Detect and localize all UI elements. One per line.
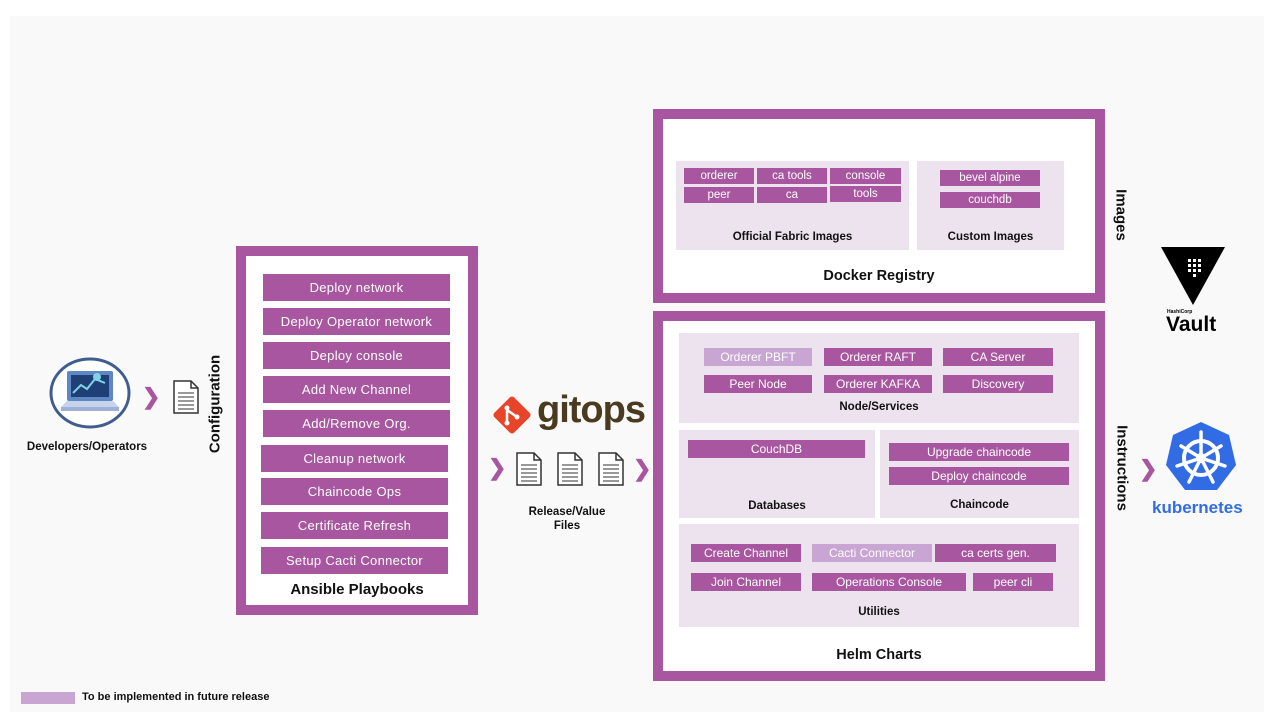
official-fabric-images-title: Official Fabric Images — [732, 231, 853, 243]
chaincode-chip-upgrade: Upgrade chaincode — [889, 443, 1069, 461]
add-new-channel-button[interactable]: Add New Channel — [263, 376, 450, 403]
image-chip-tools: tools — [830, 186, 901, 202]
vault-logo-icon — [1159, 245, 1227, 307]
document-icon — [598, 452, 624, 486]
images-side-label: Images — [1112, 189, 1130, 241]
legend-future-label: To be implemented in future release — [82, 691, 270, 703]
deploy-network-button[interactable]: Deploy network — [263, 274, 450, 301]
util-chip-ca-certs-gen: ca certs gen. — [935, 544, 1056, 562]
util-chip-cacti-connector: Cacti Connector — [812, 544, 932, 562]
ansible-playbooks-title: Ansible Playbooks — [290, 581, 424, 598]
chaincode-title: Chaincode — [950, 499, 1009, 511]
vault-small-text: HashiCorp — [1167, 309, 1193, 315]
docker-registry-title: Docker Registry — [823, 268, 935, 284]
chaincode-chip-deploy: Deploy chaincode — [889, 467, 1069, 485]
configuration-label: Configuration — [206, 354, 224, 454]
release-files-label: Release/Value Files — [528, 506, 606, 532]
deploy-operator-network-button[interactable]: Deploy Operator network — [263, 308, 450, 335]
node-chip-orderer-kafka: Orderer KAFKA — [824, 375, 932, 393]
developers-label: Developers/Operators — [26, 441, 148, 453]
image-chip-ca: ca — [757, 187, 827, 203]
node-chip-ca-server: CA Server — [943, 348, 1053, 366]
chevron-right-icon: ❯ — [488, 455, 507, 480]
util-chip-operations-console: Operations Console — [812, 573, 966, 591]
image-chip-orderer: orderer — [684, 168, 754, 184]
databases-title: Databases — [748, 500, 806, 512]
node-services-title: Node/Services — [839, 401, 919, 413]
image-chip-ca-tools: ca tools — [757, 168, 827, 184]
instructions-side-label: Instructions — [1113, 425, 1131, 511]
image-chip-bevel-alpine: bevel alpine — [940, 170, 1040, 186]
document-icon — [173, 380, 199, 414]
node-chip-discovery: Discovery — [943, 375, 1053, 393]
vault-name: Vault — [1166, 313, 1217, 336]
document-icon — [557, 452, 583, 486]
chevron-right-icon: ❯ — [633, 456, 652, 481]
util-chip-join-channel: Join Channel — [691, 573, 801, 591]
document-icon — [516, 452, 542, 486]
developer-avatar-icon — [49, 357, 131, 429]
gitops-logo-text: gitops — [537, 389, 646, 431]
legend-future-swatch — [21, 692, 75, 704]
add-remove-org-button[interactable]: Add/Remove Org. — [263, 410, 450, 437]
custom-images-title: Custom Images — [947, 231, 1034, 243]
utilities-title: Utilities — [858, 606, 900, 618]
image-chip-couchdb: couchdb — [940, 192, 1040, 208]
util-chip-peer-cli: peer cli — [973, 573, 1053, 591]
node-chip-orderer-raft: Orderer RAFT — [824, 348, 932, 366]
util-chip-create-channel: Create Channel — [691, 544, 801, 562]
node-chip-orderer-pbft: Orderer PBFT — [704, 348, 812, 366]
gitops-logo-icon — [492, 395, 532, 435]
chaincode-ops-button[interactable]: Chaincode Ops — [261, 478, 448, 505]
helm-charts-title: Helm Charts — [836, 647, 922, 663]
image-chip-peer: peer — [684, 187, 754, 203]
kubernetes-name: kubernetes — [1152, 498, 1243, 517]
kubernetes-logo-icon — [1163, 420, 1239, 496]
setup-cacti-connector-button[interactable]: Setup Cacti Connector — [261, 547, 448, 574]
cleanup-network-button[interactable]: Cleanup network — [261, 445, 448, 472]
db-chip-couchdb: CouchDB — [688, 440, 865, 458]
node-chip-peer-node: Peer Node — [704, 375, 812, 393]
chevron-right-icon: ❯ — [142, 384, 161, 409]
chevron-right-icon: ❯ — [1139, 456, 1158, 481]
image-chip-console: console — [830, 168, 901, 184]
deploy-console-button[interactable]: Deploy console — [263, 342, 450, 369]
certificate-refresh-button[interactable]: Certificate Refresh — [261, 512, 448, 539]
